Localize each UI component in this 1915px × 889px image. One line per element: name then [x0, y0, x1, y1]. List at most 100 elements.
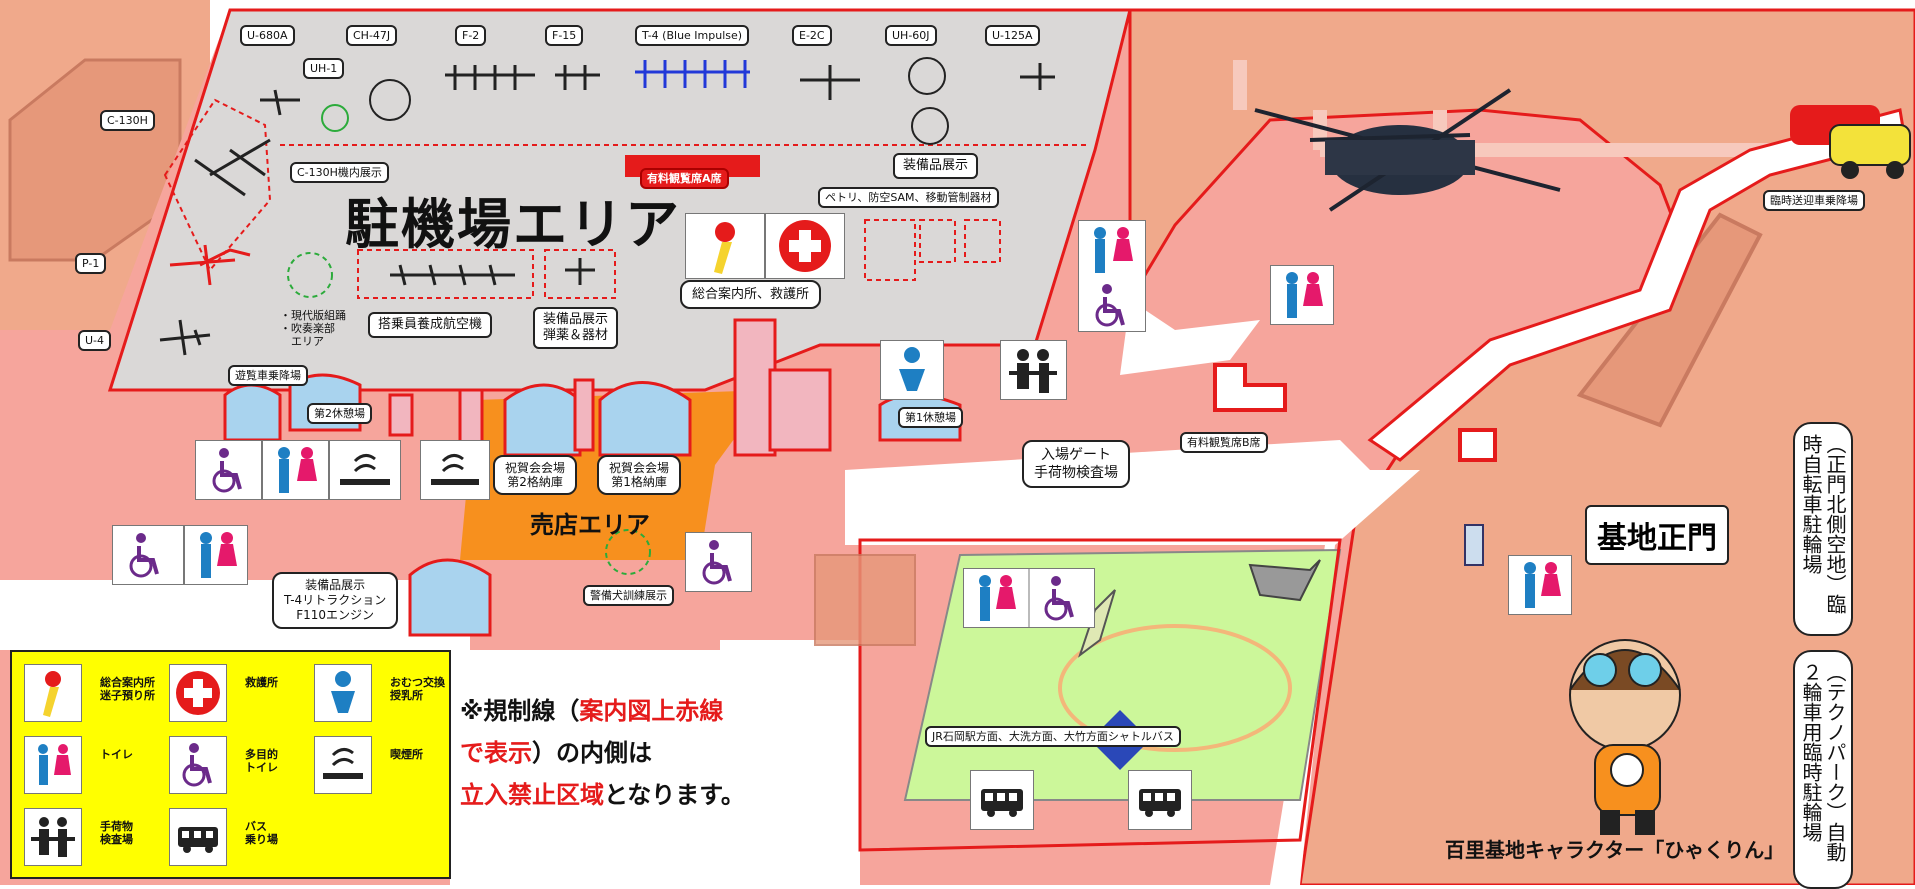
label-tour-car: 遊覧車乗降場 [228, 365, 308, 386]
notice-mid: ）の内側は [532, 739, 652, 767]
label-hangar2: 祝賀会会場 第2格納庫 [493, 455, 578, 495]
control-tower [733, 318, 777, 457]
toilet-icon-3 [262, 440, 329, 500]
label-u125a: U-125A [985, 25, 1040, 46]
legend-item-accessible-toilet: 多目的 トイレ [163, 732, 308, 794]
label-ch47j: CH-47J [346, 25, 398, 46]
hangars [223, 373, 962, 637]
baby-change-icon [880, 340, 944, 400]
legend-label-baby-change: おむつ交換 授乳所 [390, 676, 445, 702]
legend-label-accessible-toilet: 多目的 トイレ [245, 748, 278, 774]
notice-suffix: となります。 [604, 781, 745, 809]
plaza-lower-2 [450, 650, 725, 885]
tower-building [768, 368, 832, 452]
legend-item-first-aid: 救護所 [163, 660, 308, 722]
label-e2c: E-2C [792, 25, 832, 46]
character-hyakurin [1569, 639, 1681, 835]
label-uh60j: UH-60J [885, 25, 937, 46]
label-pickup: 臨時送迎車乗降場 [1763, 190, 1865, 211]
baby-change-icon [314, 664, 372, 722]
baggage-check-icon [1000, 340, 1067, 400]
label-moto-parking: （テクノパーク）自動２輪車用臨時駐輪場 [1793, 650, 1853, 889]
paid-seat-b-building [1213, 363, 1287, 412]
park-track [1058, 624, 1292, 752]
legend-item-baggage-check: 手荷物 検査場 [18, 804, 163, 866]
info-icon [685, 213, 765, 279]
label-ammo-display: 装備品展示 弾薬＆器材 [533, 307, 619, 349]
strip-left [0, 580, 470, 650]
legend-item-bus: バス 乗り場 [163, 804, 308, 866]
label-f15: F-15 [545, 25, 584, 46]
toilet-icon [24, 736, 82, 794]
park-jet [1248, 559, 1321, 602]
smoking-icon-1 [329, 440, 401, 500]
lower-building [814, 554, 916, 646]
plaza-lower [720, 640, 860, 885]
label-equip-display: 装備品展示 [893, 153, 979, 179]
label-band-area: ・現代版組踊 ・吹奏楽部 エリア [280, 309, 346, 348]
legend-item-smoking: 喫煙所 [308, 732, 453, 794]
baggage-check-icon [24, 808, 82, 866]
shop-title: 売店エリア [530, 511, 650, 539]
toilet-and-accessible-icon-1 [1078, 220, 1146, 332]
smoking-icon [314, 736, 372, 794]
toilet-icon-5 [1508, 555, 1572, 615]
accessible-toilet-icon-2 [112, 525, 184, 585]
legend-label-bus: バス 乗り場 [245, 820, 278, 846]
bus-icon [169, 808, 227, 866]
label-u680a: U-680A [240, 25, 295, 46]
main-gate-label: 基地正門 [1585, 505, 1729, 565]
legend-label-toilet: トイレ [100, 748, 133, 761]
notice-restricted: 立入禁止区域 [460, 781, 604, 809]
smoking-icon-2 [420, 440, 490, 500]
taxi-illustration [1790, 105, 1911, 179]
info-icon [24, 664, 82, 722]
road-lower [845, 440, 1420, 885]
label-equip-sub: ペトリ、防空SAM、移動管制器材 [818, 187, 999, 208]
notice-red-line: 案内図上赤線で表示 [460, 697, 724, 767]
park-sign [1078, 589, 1116, 658]
character-caption: 百里基地キャラクター「ひゃくりん」 [1445, 838, 1785, 862]
label-crew-training: 搭乗員養成航空機 [368, 312, 493, 338]
legend-item-info: 総合案内所 迷子預り所 [18, 660, 163, 722]
label-paid-seat-b: 有料観覧席B席 [1180, 432, 1268, 453]
label-info-first-aid: 総合案内所、救護所 [680, 280, 822, 309]
legend-item-toilet: トイレ [18, 732, 163, 794]
label-rest1: 第1休憩場 [898, 407, 963, 428]
label-engine-display: 装備品展示 T-4リトラクション F110エンジン [272, 572, 399, 629]
dashed-zones [163, 98, 1090, 575]
label-dog-demo: 警備犬訓練展示 [583, 585, 674, 606]
legend-panel: 総合案内所 迷子預り所 救護所 おむつ交換 授乳所 トイレ 多目的 トイレ 喫煙… [10, 650, 451, 879]
restriction-notice: ※規制線（案内図上赤線で表示）の内側は 立入禁止区域となります。 [460, 690, 745, 816]
legend-label-smoking: 喫煙所 [390, 748, 423, 761]
accessible-toilet-icon-3 [685, 532, 752, 592]
first-aid-icon [169, 664, 227, 722]
road-main [1120, 300, 1260, 375]
park-white-edge [858, 538, 1342, 852]
accessible-toilet-icon [169, 736, 227, 794]
gate-booth-2 [1464, 524, 1484, 566]
toilet-icon-4 [184, 525, 248, 585]
label-rest2: 第2休憩場 [307, 403, 372, 424]
label-f2: F-2 [455, 25, 487, 46]
legend-label-first-aid: 救護所 [245, 676, 278, 689]
fighter-rows [390, 60, 750, 286]
first-aid-icon [765, 213, 845, 279]
accessible-toilet-icon-1 [195, 440, 262, 500]
aircraft-silhouettes [159, 57, 1055, 356]
label-c130-inside: C-130H機内展示 [290, 162, 389, 183]
label-bike-parking: （正門北側空地）臨時自転車駐輪場 [1793, 422, 1853, 636]
label-paid-seat-a: 有料観覧席A席 [640, 168, 729, 189]
label-c130h: C-130H [100, 110, 155, 131]
label-shuttle-bus: JR石岡駅方面、大洗方面、大竹方面シャトルバス [925, 726, 1181, 747]
field-right-road [1233, 60, 1870, 157]
label-p1: P-1 [75, 253, 107, 274]
helicopter-photo [1254, 88, 1561, 212]
label-u4: U-4 [78, 330, 112, 351]
gate-booth-1 [1458, 428, 1497, 462]
legend-label-baggage-check: 手荷物 検査場 [100, 820, 133, 846]
bus-icon-2 [1128, 770, 1192, 830]
legend-item-baby-change: おむつ交換 授乳所 [308, 660, 453, 722]
label-entrance-gate: 入場ゲート 手荷物検査場 [1022, 440, 1130, 488]
